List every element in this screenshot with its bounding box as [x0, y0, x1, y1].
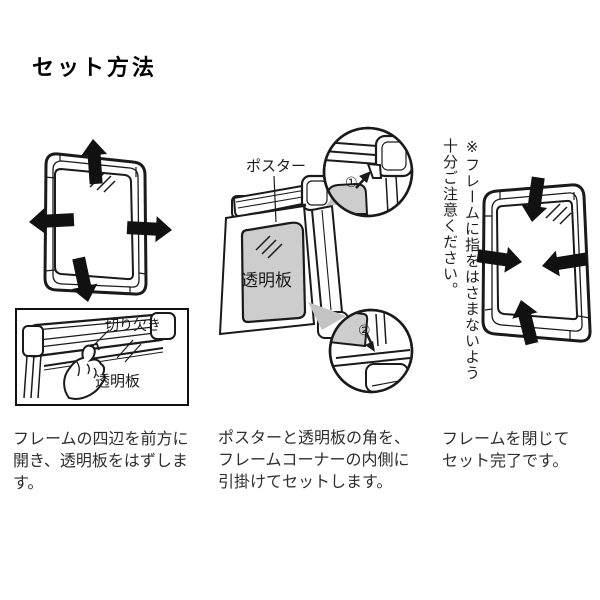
poster-label: ポスター: [246, 157, 307, 175]
step2-caption: ポスターと透明板の角を、 フレームコーナーの内側に 引掛けてセットします。: [218, 428, 411, 491]
callout-circle-1: [322, 126, 414, 218]
page-title: セット方法: [32, 56, 158, 81]
plate-label-inset: 透明板: [95, 372, 141, 390]
step3-close-frame-illustration: [476, 175, 592, 347]
plate-reflection-icon: [116, 339, 142, 363]
safety-note: ※フレームに指をはさまないよう 十分ご注意ください。: [441, 138, 481, 381]
transparent-plate-edge: [43, 347, 164, 371]
glass-reflection-icon: [545, 203, 572, 225]
hand-icon: [63, 344, 106, 400]
poster-leader-line: [273, 175, 277, 223]
plate-reflection-icon: [255, 235, 283, 259]
inset-corner-illustration: [22, 312, 176, 400]
step1-inset-box: [15, 308, 189, 406]
hook-arrow-1-icon: [355, 171, 371, 189]
pointer-triangle-2: [308, 302, 346, 330]
callout-number-1: ①: [345, 175, 358, 191]
notch-label: 切り欠き: [105, 318, 161, 334]
step2-set-illustration: [218, 126, 414, 394]
notch-leader-line: [90, 329, 110, 349]
frame-partial: [231, 174, 349, 339]
frame-closed-illustration: [481, 183, 592, 343]
plate-label-middle: 透明板: [241, 271, 292, 291]
frame-open-illustration: [43, 152, 148, 296]
callout-number-2: ②: [358, 323, 371, 339]
step1-caption: フレームの四辺を前方に 開き、透明板をはずします。: [13, 429, 189, 492]
hook-arrow-2-icon: [364, 331, 375, 352]
step1-open-frame-illustration: [28, 138, 173, 305]
step3-caption: フレームを閉じて セット完了です。: [442, 429, 570, 470]
frame-corner-bar: [22, 312, 176, 399]
